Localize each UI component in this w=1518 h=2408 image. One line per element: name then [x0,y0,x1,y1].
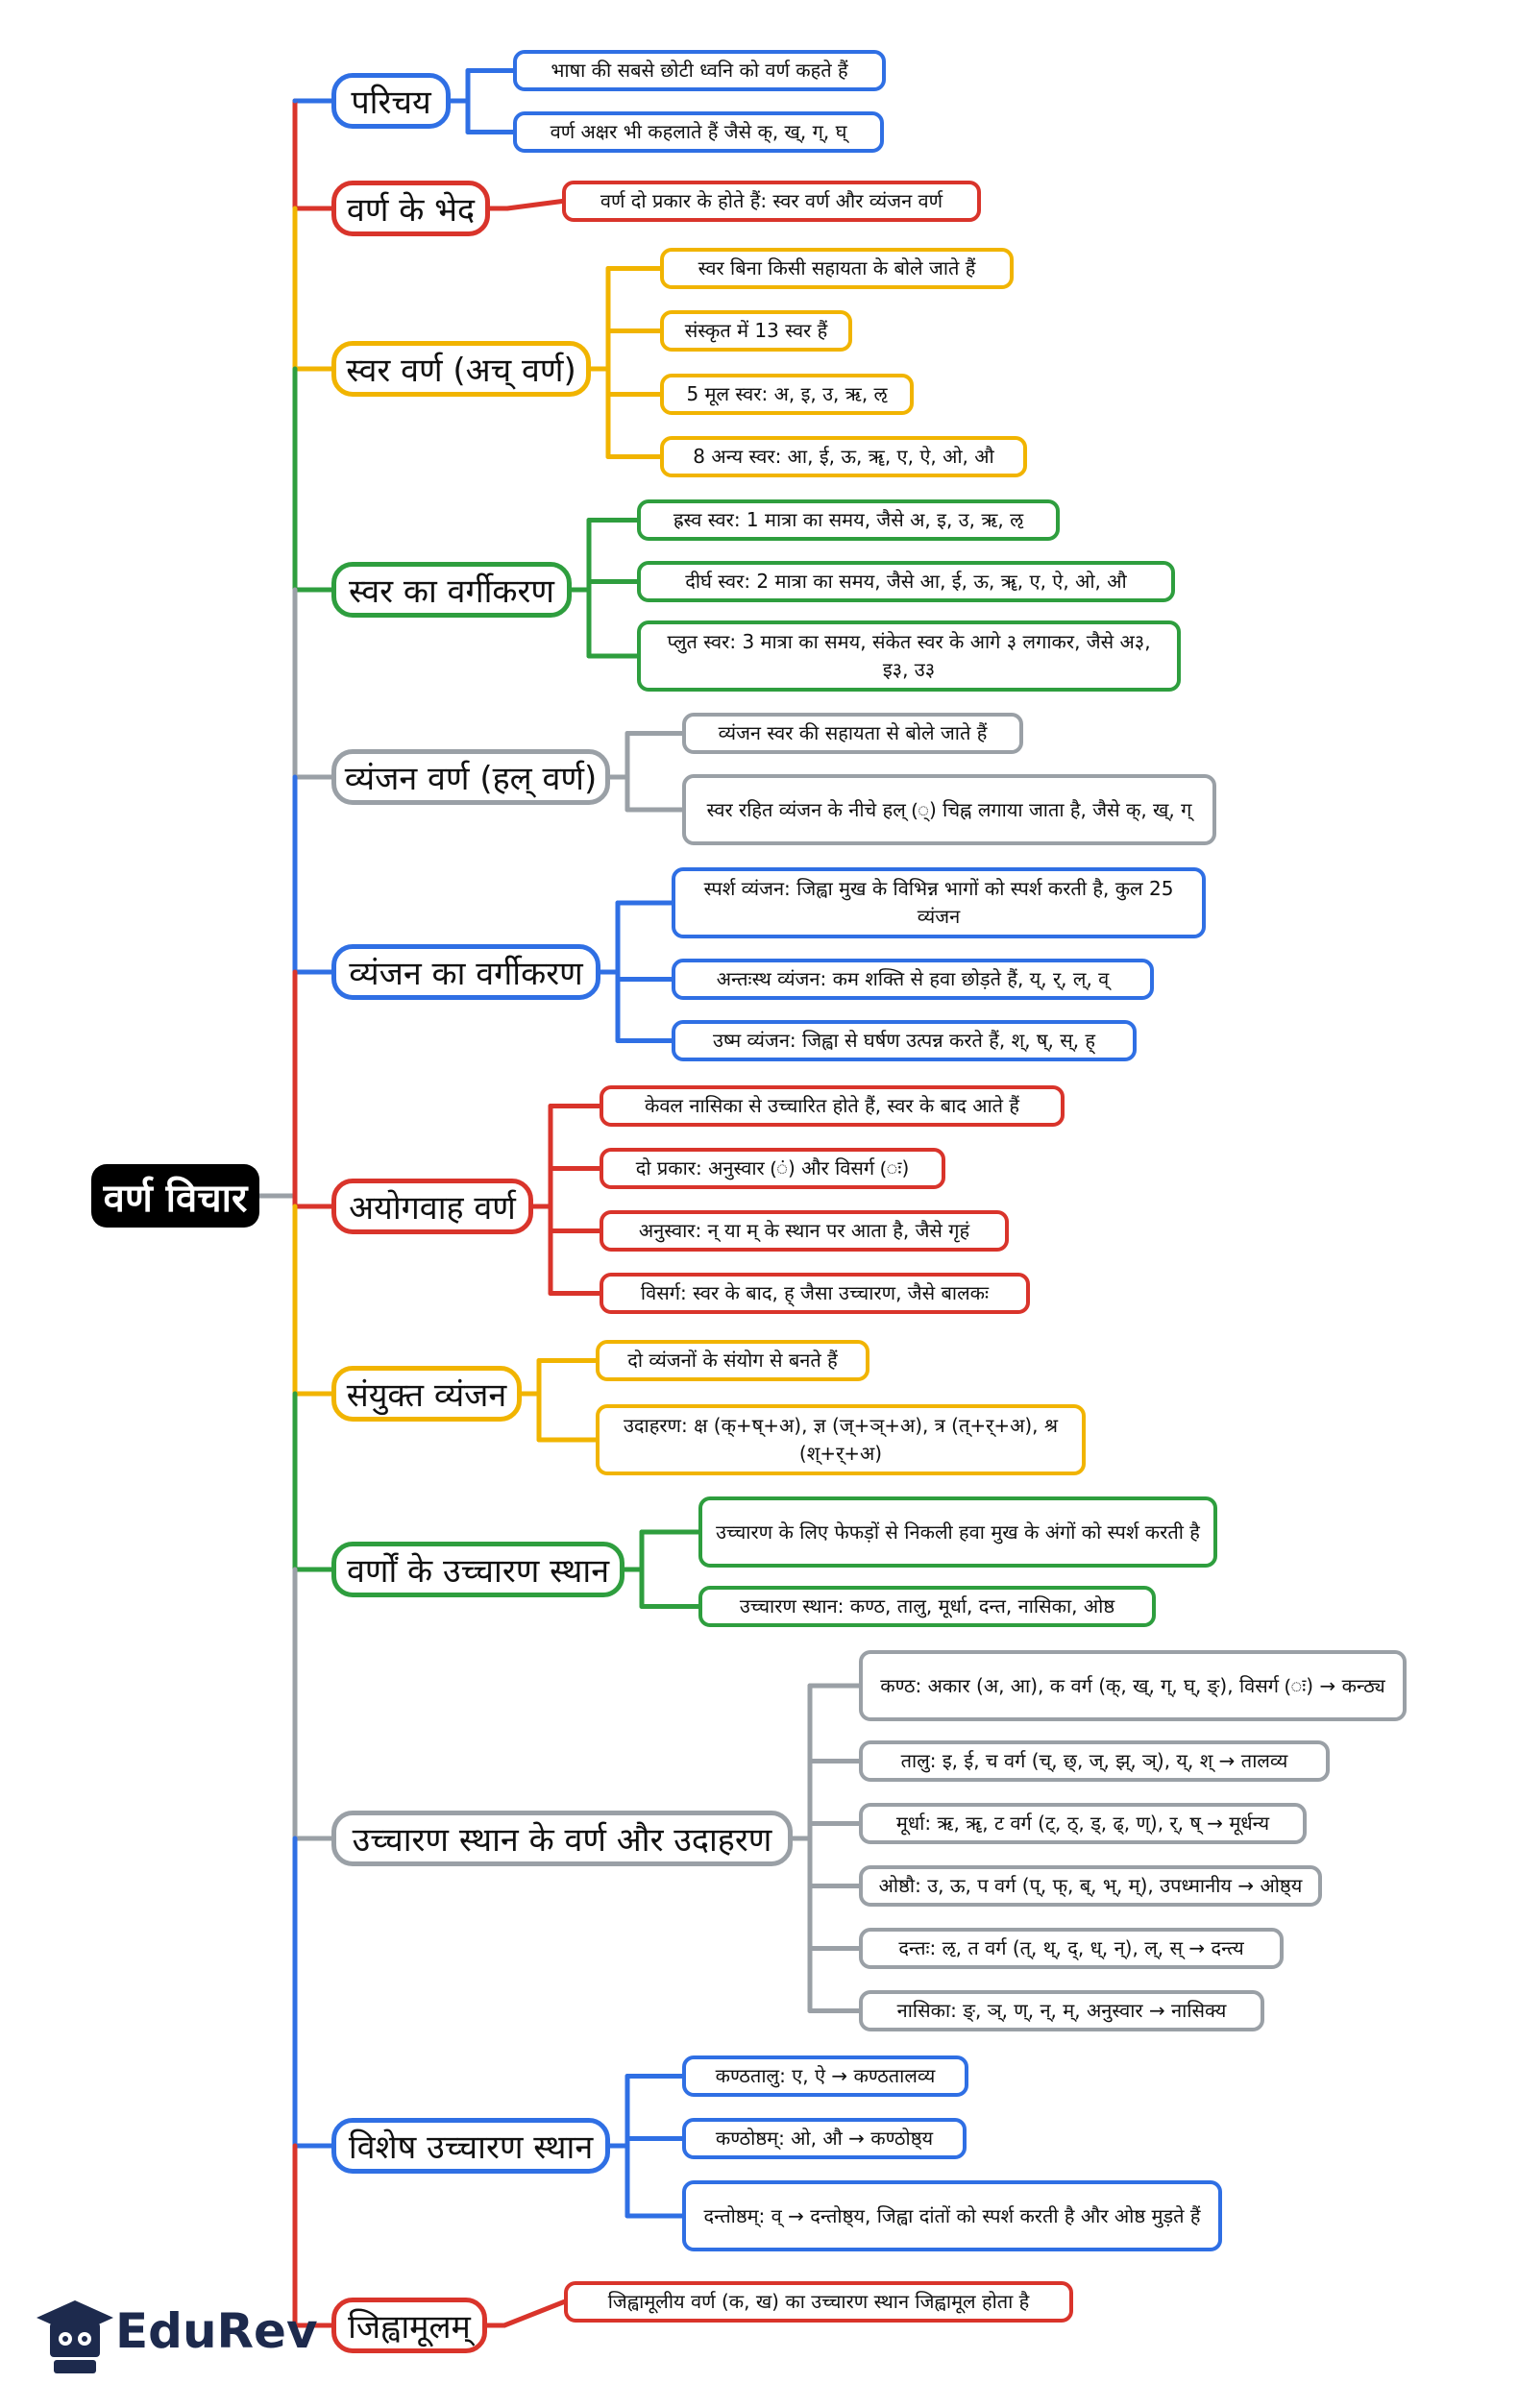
leaf-text: तालु: इ, ई, च वर्ग (च्, छ्, ज्, झ्, ञ्),… [900,1749,1288,1772]
leaf-node[interactable]: वर्ण दो प्रकार के होते हैं: स्वर वर्ण और… [562,181,981,222]
leaf-node[interactable]: ह्रस्व स्वर: 1 मात्रा का समय, जैसे अ, इ,… [637,499,1060,541]
leaf-text: केवल नासिका से उच्चारित होते हैं, स्वर क… [644,1094,1020,1117]
branch-node[interactable]: संयुक्त व्यंजन [331,1366,522,1422]
leaf-text: दन्तः: ऌ, त वर्ग (त्, थ्, द्, ध्, न्), ल… [898,1936,1244,1959]
leaf-node[interactable]: विसर्ग: स्वर के बाद, ह् जैसा उच्चारण, जै… [600,1273,1030,1314]
leaf-text: 5 मूल स्वर: अ, इ, उ, ऋ, ऌ [686,382,888,405]
leaf-node[interactable]: केवल नासिका से उच्चारित होते हैं, स्वर क… [600,1085,1065,1127]
root-label: वर्ण विचार [103,1176,248,1221]
child-connector [502,2299,567,2328]
leaf-node[interactable]: उच्चारण के लिए फेफड़ों से निकली हवा मुख … [698,1496,1217,1568]
leaf-text: ओष्ठौ: उ, ऊ, प वर्ग (प्, फ्, ब्, भ्, म्)… [878,1874,1303,1897]
leaf-node[interactable]: अनुस्वार: न् या म् के स्थान पर आता है, ज… [600,1210,1009,1252]
child-connector [504,199,565,211]
leaf-text: वर्ण अक्षर भी कहलाते हैं जैसे क्, ख्, ग्… [550,120,847,143]
branch-label: स्वर का वर्गीकरण [348,572,555,611]
leaf-text: संस्कृत में 13 स्वर हैं [684,319,828,342]
leaf-text: व्यंजन स्वर की सहायता से बोले जाते हैं [718,721,988,744]
branch-node[interactable]: परिचय [331,73,451,129]
leaf-text: स्वर बिना किसी सहायता के बोले जाते हैं [698,256,976,280]
leaf-text: कण्ठोष्ठम्: ओ, औ → कण्ठोष्ठ्य [715,2127,934,2150]
leaf-node[interactable]: कण्ठ: अकार (अ, आ), क वर्ग (क्, ख्, ग्, घ… [859,1650,1407,1721]
leaf-text: उदाहरण: क्ष (क्+ष्+अ), ज्ञ (ज्+ञ्+अ), त्… [623,1414,1059,1465]
leaf-text: 8 अन्य स्वर: आ, ई, ऊ, ॠ, ए, ऐ, ओ, औ [693,445,994,468]
leaf-node[interactable]: दो प्रकार: अनुस्वार (ं) और विसर्ग (ः) [600,1148,945,1189]
brand-name: EduRev [115,2303,318,2359]
leaf-text: जिह्वामूलीय वर्ण (क, ख) का उच्चारण स्थान… [607,2290,1030,2313]
leaf-text: दीर्घ स्वर: 2 मात्रा का समय, जैसे आ, ई, … [685,570,1127,593]
leaf-node[interactable]: नासिका: ङ्, ञ्, ण्, न्, म्, अनुस्वार → न… [859,1990,1264,2031]
graduation-cap-logo-icon [37,2300,113,2373]
leaf-text: उष्म व्यंजन: जिह्वा से घर्षण उत्पन्न करत… [712,1029,1096,1052]
branch-label: वर्णों के उच्चारण स्थान [346,1552,610,1591]
branch-label: स्वर वर्ण (अच् वर्ण) [346,352,576,390]
branch-label: परिचय [351,84,431,122]
leaf-node[interactable]: अन्तःस्थ व्यंजन: कम शक्ति से हवा छोड़ते … [672,959,1154,1000]
leaf-text: कण्ठतालु: ए, ऐ → कण्ठतालव्य [715,2064,936,2087]
leaf-text: भाषा की सबसे छोटी ध्वनि को वर्ण कहते हैं [551,59,848,82]
leaf-text: वर्ण दो प्रकार के होते हैं: स्वर वर्ण और… [600,189,943,212]
leaf-node[interactable]: उष्म व्यंजन: जिह्वा से घर्षण उत्पन्न करत… [672,1020,1137,1061]
leaf-text: उच्चारण के लिए फेफड़ों से निकली हवा मुख … [716,1520,1200,1544]
leaf-text: दन्तोष्ठम्: व् → दन्तोष्ठ्य, जिह्वा दांत… [703,2203,1201,2227]
leaf-node[interactable]: प्लुत स्वर: 3 मात्रा का समय, संकेत स्वर … [637,620,1181,692]
leaf-text: मूर्धा: ऋ, ॠ, ट वर्ग (ट्, ठ्, ड्, ढ्, ण्… [895,1812,1270,1835]
branch-node[interactable]: अयोगवाह वर्ण [331,1179,533,1234]
leaf-text: ह्रस्व स्वर: 1 मात्रा का समय, जैसे अ, इ,… [673,508,1024,531]
branch-label: विशेष उच्चारण स्थान [348,2128,594,2167]
branch-label: वर्ण के भेद [346,191,476,230]
leaf-node[interactable]: मूर्धा: ऋ, ॠ, ट वर्ग (ट्, ठ्, ड्, ढ्, ण्… [859,1803,1307,1844]
leaf-node[interactable]: व्यंजन स्वर की सहायता से बोले जाते हैं [682,713,1023,754]
branch-node[interactable]: व्यंजन का वर्गीकरण [331,944,600,1000]
branch-label: संयुक्त व्यंजन [346,1376,507,1415]
leaf-node[interactable]: ओष्ठौ: उ, ऊ, प वर्ग (प्, फ्, ब्, भ्, म्)… [859,1865,1322,1907]
leaf-node[interactable]: कण्ठोष्ठम्: ओ, औ → कण्ठोष्ठ्य [682,2118,967,2159]
leaf-node[interactable]: भाषा की सबसे छोटी ध्वनि को वर्ण कहते हैं [513,50,886,91]
branch-node[interactable]: व्यंजन वर्ण (हल् वर्ण) [331,749,610,805]
branch-label: व्यंजन वर्ण (हल् वर्ण) [344,760,598,798]
branch-node[interactable]: विशेष उच्चारण स्थान [331,2118,610,2174]
branch-label: उच्चारण स्थान के वर्ण और उदाहरण [352,1821,772,1860]
branch-node[interactable]: वर्णों के उच्चारण स्थान [331,1542,624,1597]
branch-label: व्यंजन का वर्गीकरण [349,955,583,993]
leaf-node[interactable]: दन्तोष्ठम्: व् → दन्तोष्ठ्य, जिह्वा दांत… [682,2180,1222,2251]
leaf-text: अनुस्वार: न् या म् के स्थान पर आता है, ज… [638,1219,970,1242]
branch-label: जिह्वामूलम् [348,2308,471,2347]
branch-node[interactable]: उच्चारण स्थान के वर्ण और उदाहरण [331,1811,793,1866]
leaf-text: स्पर्श व्यंजन: जिह्वा मुख के विभिन्न भाग… [703,877,1174,928]
leaf-text: दो व्यंजनों के संयोग से बनते हैं [627,1349,838,1372]
branch-node[interactable]: वर्ण के भेद [331,181,490,236]
root-node[interactable]: वर्ण विचार [91,1164,259,1228]
leaf-node[interactable]: संस्कृत में 13 स्वर हैं [660,310,852,352]
branch-node[interactable]: जिह्वामूलम् [331,2298,487,2353]
leaf-text: स्वर रहित व्यंजन के नीचे हल् (्) चिह्न ल… [706,797,1192,821]
leaf-node[interactable]: तालु: इ, ई, च वर्ग (च्, छ्, ज्, झ्, ञ्),… [859,1740,1330,1782]
leaf-text: प्लुत स्वर: 3 मात्रा का समय, संकेत स्वर … [667,630,1151,681]
leaf-text: अन्तःस्थ व्यंजन: कम शक्ति से हवा छोड़ते … [716,967,1110,990]
leaf-node[interactable]: कण्ठतालु: ए, ऐ → कण्ठतालव्य [682,2055,968,2097]
leaf-node[interactable]: 8 अन्य स्वर: आ, ई, ऊ, ॠ, ए, ऐ, ओ, औ [660,436,1027,477]
leaf-text: विसर्ग: स्वर के बाद, ह् जैसा उच्चारण, जै… [640,1281,990,1304]
leaf-text: नासिका: ङ्, ञ्, ण्, न्, म्, अनुस्वार → न… [896,1999,1227,2022]
leaf-node[interactable]: उच्चारण स्थान: कण्ठ, तालु, मूर्धा, दन्त,… [698,1586,1156,1627]
leaf-node[interactable]: दीर्घ स्वर: 2 मात्रा का समय, जैसे आ, ई, … [637,561,1175,602]
branch-node[interactable]: स्वर का वर्गीकरण [331,562,572,618]
leaf-text: उच्चारण स्थान: कण्ठ, तालु, मूर्धा, दन्त,… [739,1594,1115,1617]
leaf-node[interactable]: स्पर्श व्यंजन: जिह्वा मुख के विभिन्न भाग… [672,867,1206,938]
leaf-node[interactable]: स्वर बिना किसी सहायता के बोले जाते हैं [660,248,1014,289]
leaf-node[interactable]: उदाहरण: क्ष (क्+ष्+अ), ज्ञ (ज्+ञ्+अ), त्… [596,1404,1086,1475]
leaf-text: कण्ठ: अकार (अ, आ), क वर्ग (क्, ख्, ग्, घ… [880,1673,1385,1697]
leaf-node[interactable]: दो व्यंजनों के संयोग से बनते हैं [596,1340,869,1381]
branch-label: अयोगवाह वर्ण [349,1189,516,1228]
leaf-node[interactable]: दन्तः: ऌ, त वर्ग (त्, थ्, द्, ध्, न्), ल… [859,1928,1284,1969]
leaf-text: दो प्रकार: अनुस्वार (ं) और विसर्ग (ः) [635,1156,910,1180]
branch-node[interactable]: स्वर वर्ण (अच् वर्ण) [331,341,591,397]
leaf-node[interactable]: जिह्वामूलीय वर्ण (क, ख) का उच्चारण स्थान… [564,2281,1073,2323]
leaf-node[interactable]: स्वर रहित व्यंजन के नीचे हल् (्) चिह्न ल… [682,774,1216,845]
leaf-node[interactable]: 5 मूल स्वर: अ, इ, उ, ऋ, ऌ [660,374,914,415]
leaf-node[interactable]: वर्ण अक्षर भी कहलाते हैं जैसे क्, ख्, ग्… [513,111,884,153]
